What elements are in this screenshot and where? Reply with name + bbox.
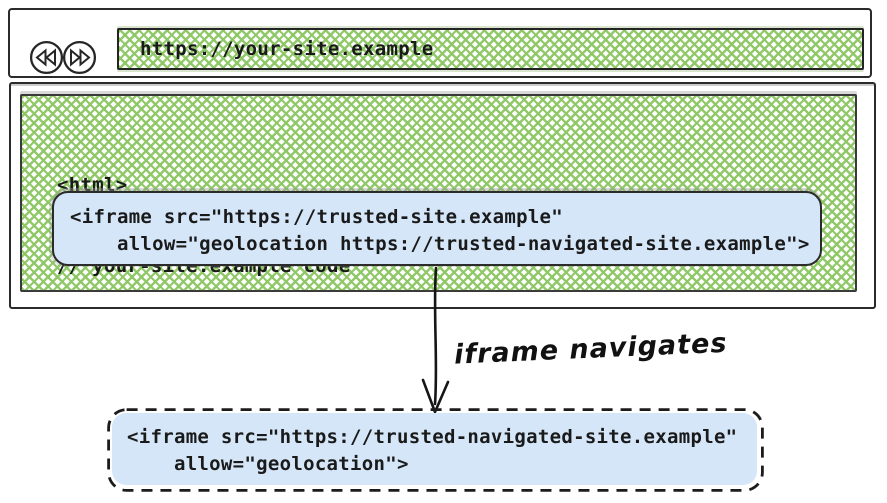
address-bar[interactable]: https://your-site.example — [117, 28, 864, 70]
arrow-label: iframe navigates — [453, 327, 729, 371]
dashed-border — [107, 408, 764, 492]
skip-back-icon — [29, 40, 64, 75]
navigated-iframe-box: <iframe src="https://trusted-navigated-s… — [107, 408, 764, 492]
page-canvas: <html> // your-site.example code <iframe… — [20, 94, 857, 292]
iframe-code-box: <iframe src="https://trusted-site.exampl… — [52, 191, 822, 266]
code-line: <iframe src="https://trusted-navigated-s… — [127, 426, 738, 448]
skip-forward-icon — [62, 40, 97, 75]
navigated-iframe-fill: <iframe src="https://trusted-navigated-s… — [112, 413, 757, 485]
code-line: <html> — [57, 174, 128, 196]
arrow-down-icon — [421, 266, 450, 414]
forward-button[interactable] — [62, 40, 97, 75]
url-text: https://your-site.example — [140, 38, 434, 60]
code-line: allow="geolocation"> — [127, 453, 409, 475]
back-button[interactable] — [29, 40, 64, 75]
code-line: allow="geolocation https://trusted-navig… — [70, 233, 810, 255]
code-line: <iframe src="https://trusted-site.exampl… — [70, 206, 564, 228]
browser-viewport: <html> // your-site.example code <iframe… — [9, 82, 876, 309]
browser-toolbar: https://your-site.example — [8, 8, 872, 78]
